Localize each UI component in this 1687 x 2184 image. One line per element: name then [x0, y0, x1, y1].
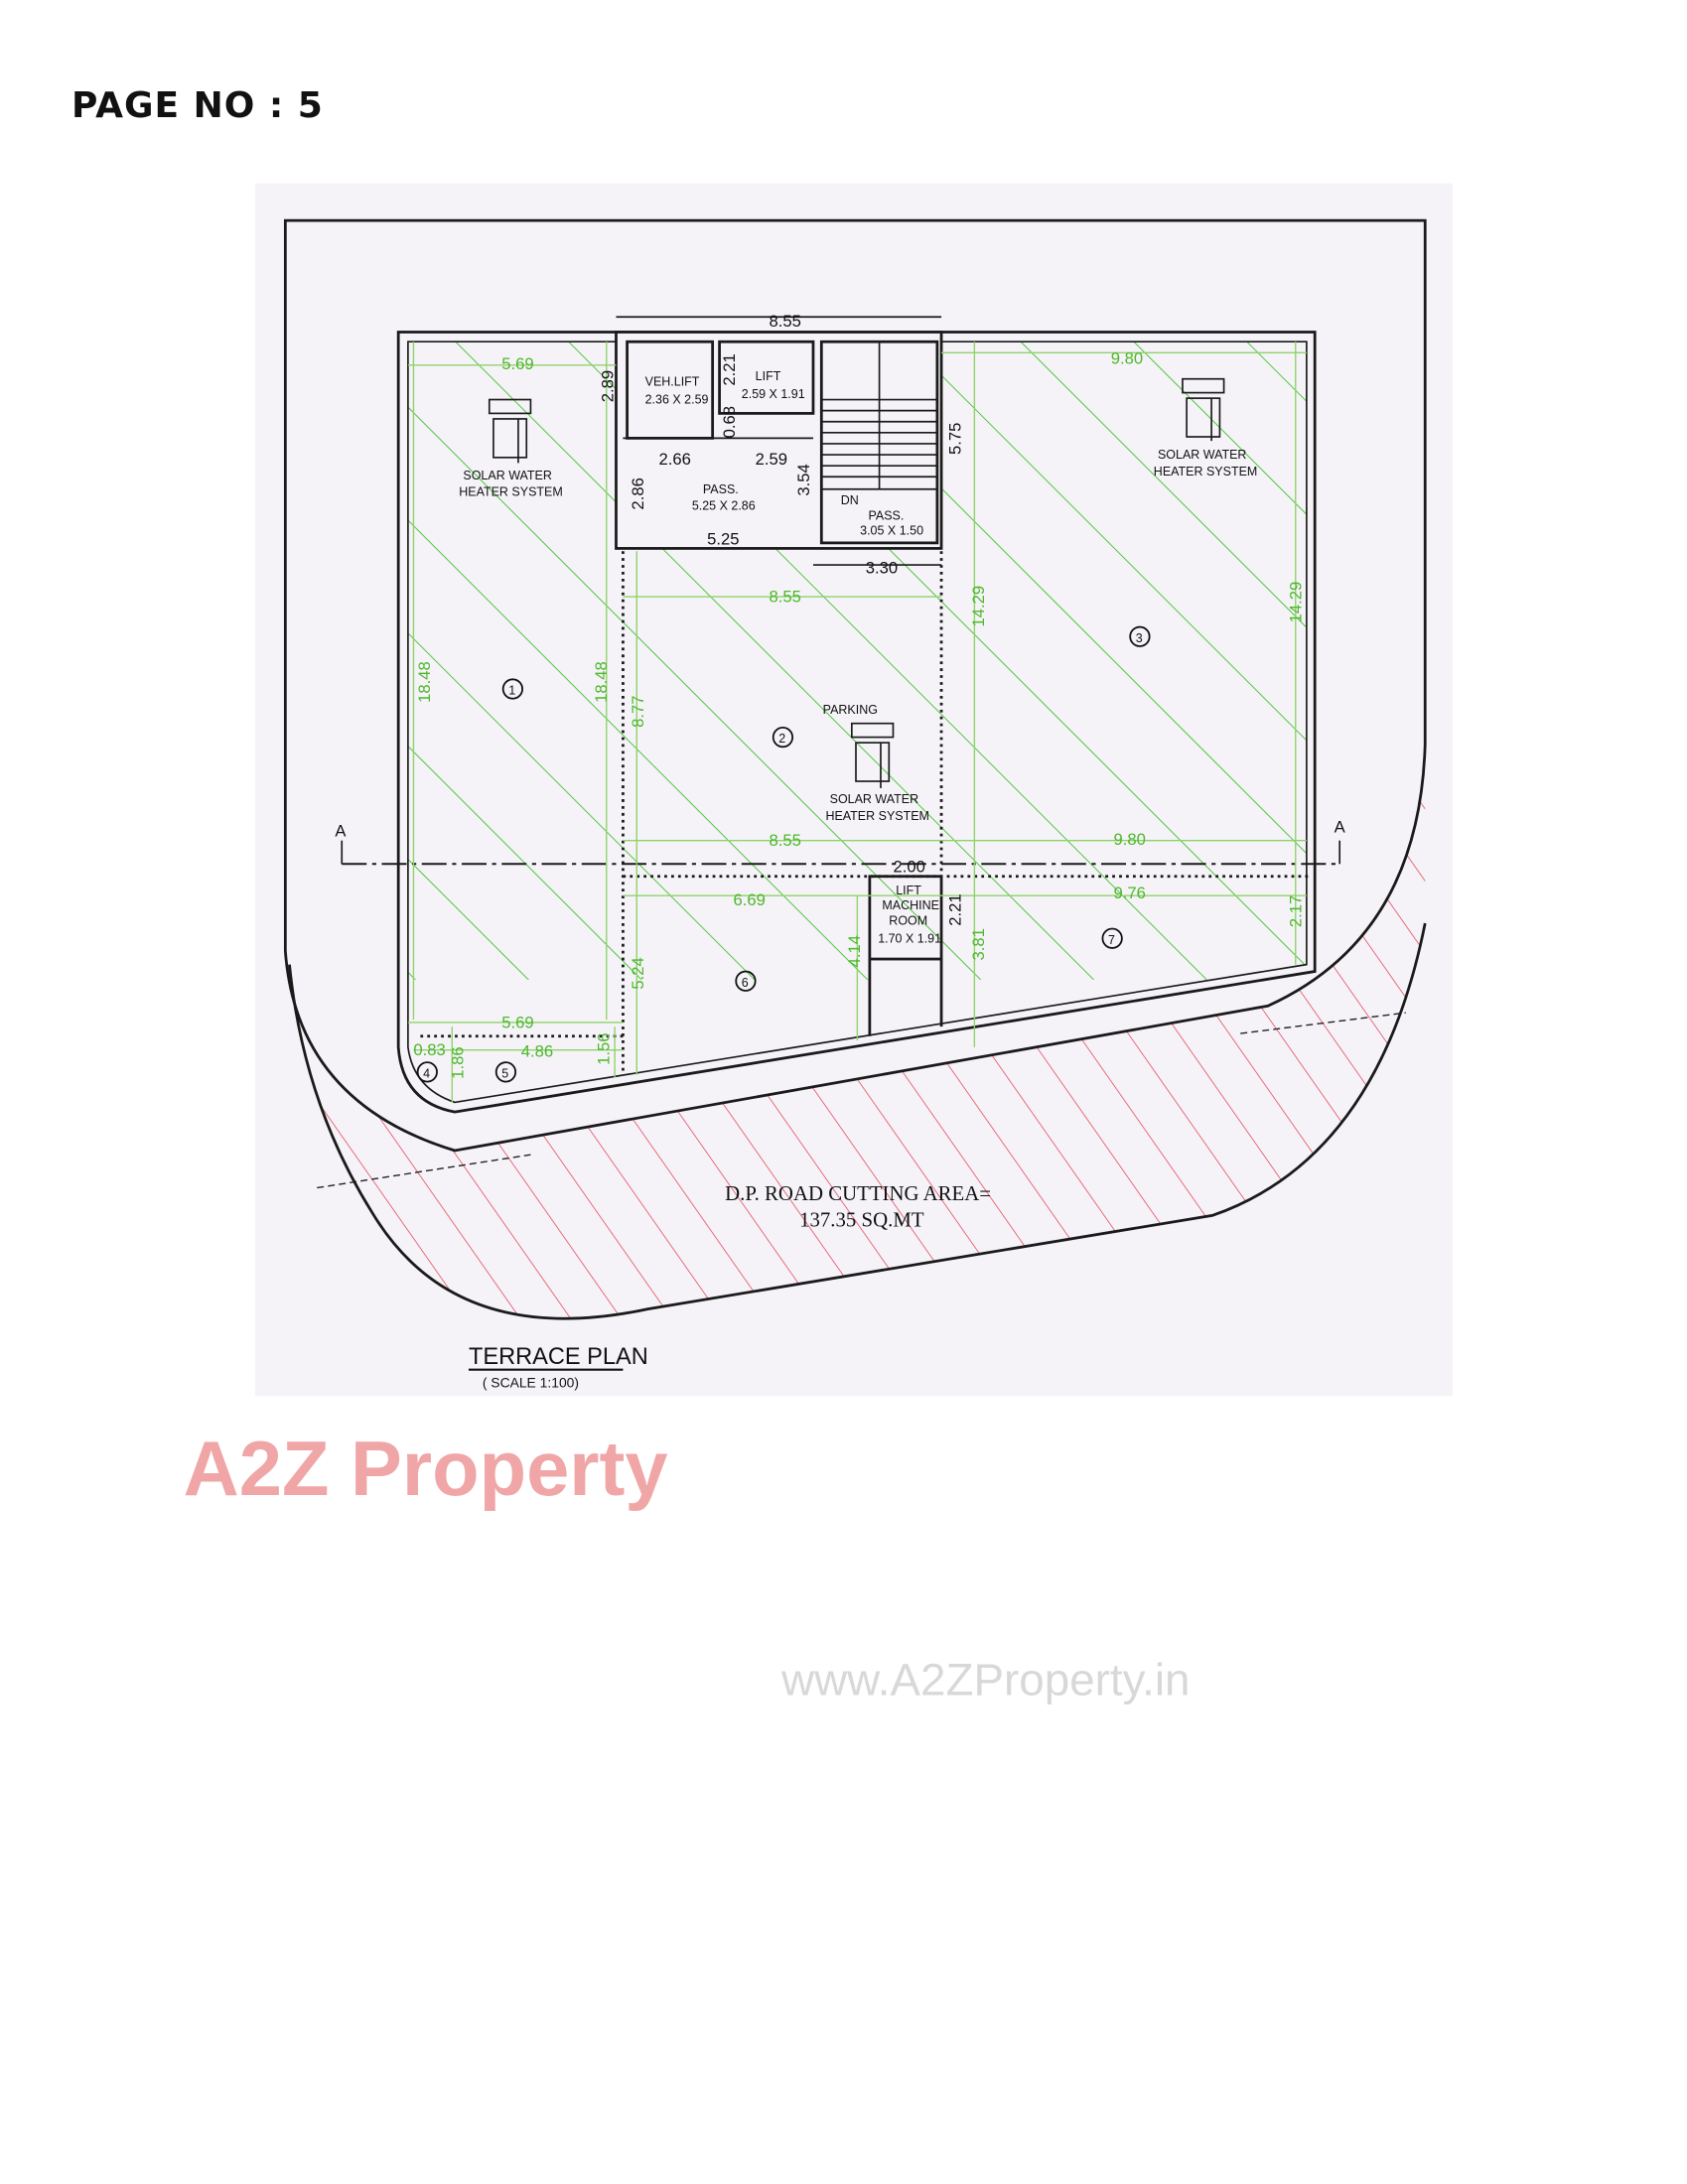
svg-text:4: 4: [423, 1066, 430, 1080]
zone-marker: 6: [735, 970, 757, 992]
dim-top: 8.55: [770, 312, 801, 331]
stair-treads: [821, 341, 937, 490]
gdim-4-14: 4.14: [845, 935, 864, 967]
gdim-5-69-b: 5.69: [501, 1013, 533, 1031]
solar-heater-icon: [488, 398, 532, 464]
zone-marker: 4: [416, 1061, 438, 1083]
dim-2-89: 2.89: [599, 370, 618, 402]
gdim-1-86: 1.86: [448, 1046, 467, 1078]
a2z-logo-watermark: A2Z Property: [184, 1427, 668, 1512]
room-passage-1-size: 5.25 X 2.86: [692, 499, 756, 513]
gdim-14-29-b: 14.29: [1286, 582, 1305, 623]
dim-5-75: 5.75: [945, 423, 964, 455]
gdim-9-76: 9.76: [1114, 884, 1146, 902]
gdim-2-17: 2.17: [1286, 895, 1305, 927]
dim-2-00: 2.00: [893, 858, 924, 877]
road-boundary: [288, 922, 1427, 1320]
lift-machine-room: [868, 875, 943, 961]
zone-marker: 1: [501, 678, 523, 700]
dim-2-59: 2.59: [756, 450, 787, 469]
room-passage-2-size: 3.05 X 1.50: [860, 524, 923, 538]
solar-label-1a: SOLAR WATER: [463, 469, 551, 482]
svg-text:1: 1: [508, 684, 515, 698]
machine-room-label-1: LIFT: [896, 884, 921, 897]
dim-2-21: 2.21: [720, 353, 739, 385]
gdim-8-55-a: 8.55: [770, 588, 801, 607]
room-passage-2: PASS.: [868, 508, 904, 522]
dim-5-25: 5.25: [707, 529, 739, 548]
solar-heater-icon: [1182, 377, 1225, 442]
gdim-8-55-b: 8.55: [770, 831, 801, 850]
svg-text:5: 5: [501, 1066, 508, 1080]
machine-room-label-2: MACHINE: [882, 898, 939, 912]
gdim-4-86: 4.86: [521, 1042, 553, 1061]
gdim-14-29-a: 14.29: [969, 586, 988, 627]
svg-text:6: 6: [742, 976, 749, 990]
gdim-5-69: 5.69: [501, 354, 533, 373]
gdim-8-77: 8.77: [629, 695, 647, 727]
dim-3-54: 3.54: [794, 464, 813, 495]
dim-2-66: 2.66: [659, 450, 691, 469]
gdim-18-48-b: 18.48: [592, 661, 611, 703]
plot-boundary: [283, 218, 1427, 1153]
lift: [718, 340, 815, 415]
gdim-9-80: 9.80: [1111, 348, 1143, 367]
url-watermark: www.A2ZProperty.in: [780, 1654, 1190, 1705]
drawing-scale: ( SCALE 1:100): [483, 1375, 579, 1391]
solar-label-2b: HEATER SYSTEM: [1154, 465, 1258, 478]
gdim-9-80-b: 9.80: [1114, 830, 1146, 849]
road-cutting-area: [285, 744, 1426, 1319]
gdim-0-83: 0.83: [413, 1040, 445, 1059]
svg-text:7: 7: [1108, 933, 1115, 947]
dim-0-68: 0.68: [720, 406, 739, 438]
room-passage-1: PASS.: [703, 482, 739, 496]
gdim-1-56: 1.56: [595, 1033, 614, 1065]
core-block: [615, 331, 943, 550]
zone-marker: 3: [1129, 625, 1151, 647]
room-vehicle-lift: VEH.LIFT: [645, 375, 700, 389]
svg-text:3: 3: [1136, 631, 1143, 645]
solar-label-3b: HEATER SYSTEM: [825, 809, 929, 823]
stair-down-label: DN: [841, 493, 859, 507]
dim-2-86: 2.86: [629, 478, 647, 509]
solar-label-1b: HEATER SYSTEM: [459, 485, 563, 499]
room-lift-size: 2.59 X 1.91: [742, 387, 805, 401]
solar-heater-icon: [850, 722, 895, 788]
machine-room-size: 1.70 X 1.91: [878, 931, 941, 945]
building-outline: [396, 331, 1317, 1114]
gdim-18-48-a: 18.48: [415, 661, 434, 703]
dim-2-21-b: 2.21: [945, 893, 964, 925]
solar-label-2a: SOLAR WATER: [1158, 448, 1246, 462]
green-dimension-lines: [407, 341, 1307, 1103]
gdim-6-69: 6.69: [733, 890, 765, 909]
room-lift: LIFT: [756, 369, 781, 383]
section-marker-left: A: [335, 822, 347, 841]
zone-marker: 5: [494, 1061, 517, 1083]
svg-text:2: 2: [778, 732, 785, 746]
dim-3-30: 3.30: [866, 558, 898, 577]
page-number-title: PAGE NO : 5: [71, 85, 324, 126]
solar-label-3a: SOLAR WATER: [830, 792, 918, 806]
zone-marker: 2: [772, 726, 794, 749]
room-vehicle-lift-size: 2.36 X 2.59: [645, 393, 709, 407]
gdim-5-24: 5.24: [629, 957, 647, 989]
drawing-title: TERRACE PLAN: [469, 1343, 648, 1369]
road-cutting-area-value: 137.35 SQ.MT: [799, 1207, 924, 1231]
section-marker-right: A: [1335, 817, 1346, 836]
zone-marker: 7: [1101, 927, 1123, 949]
road-cutting-label: D.P. ROAD CUTTING AREA=: [725, 1181, 991, 1205]
machine-room-label-3: ROOM: [889, 913, 927, 927]
parking-label: PARKING: [823, 703, 878, 717]
gdim-3-81: 3.81: [969, 928, 988, 960]
